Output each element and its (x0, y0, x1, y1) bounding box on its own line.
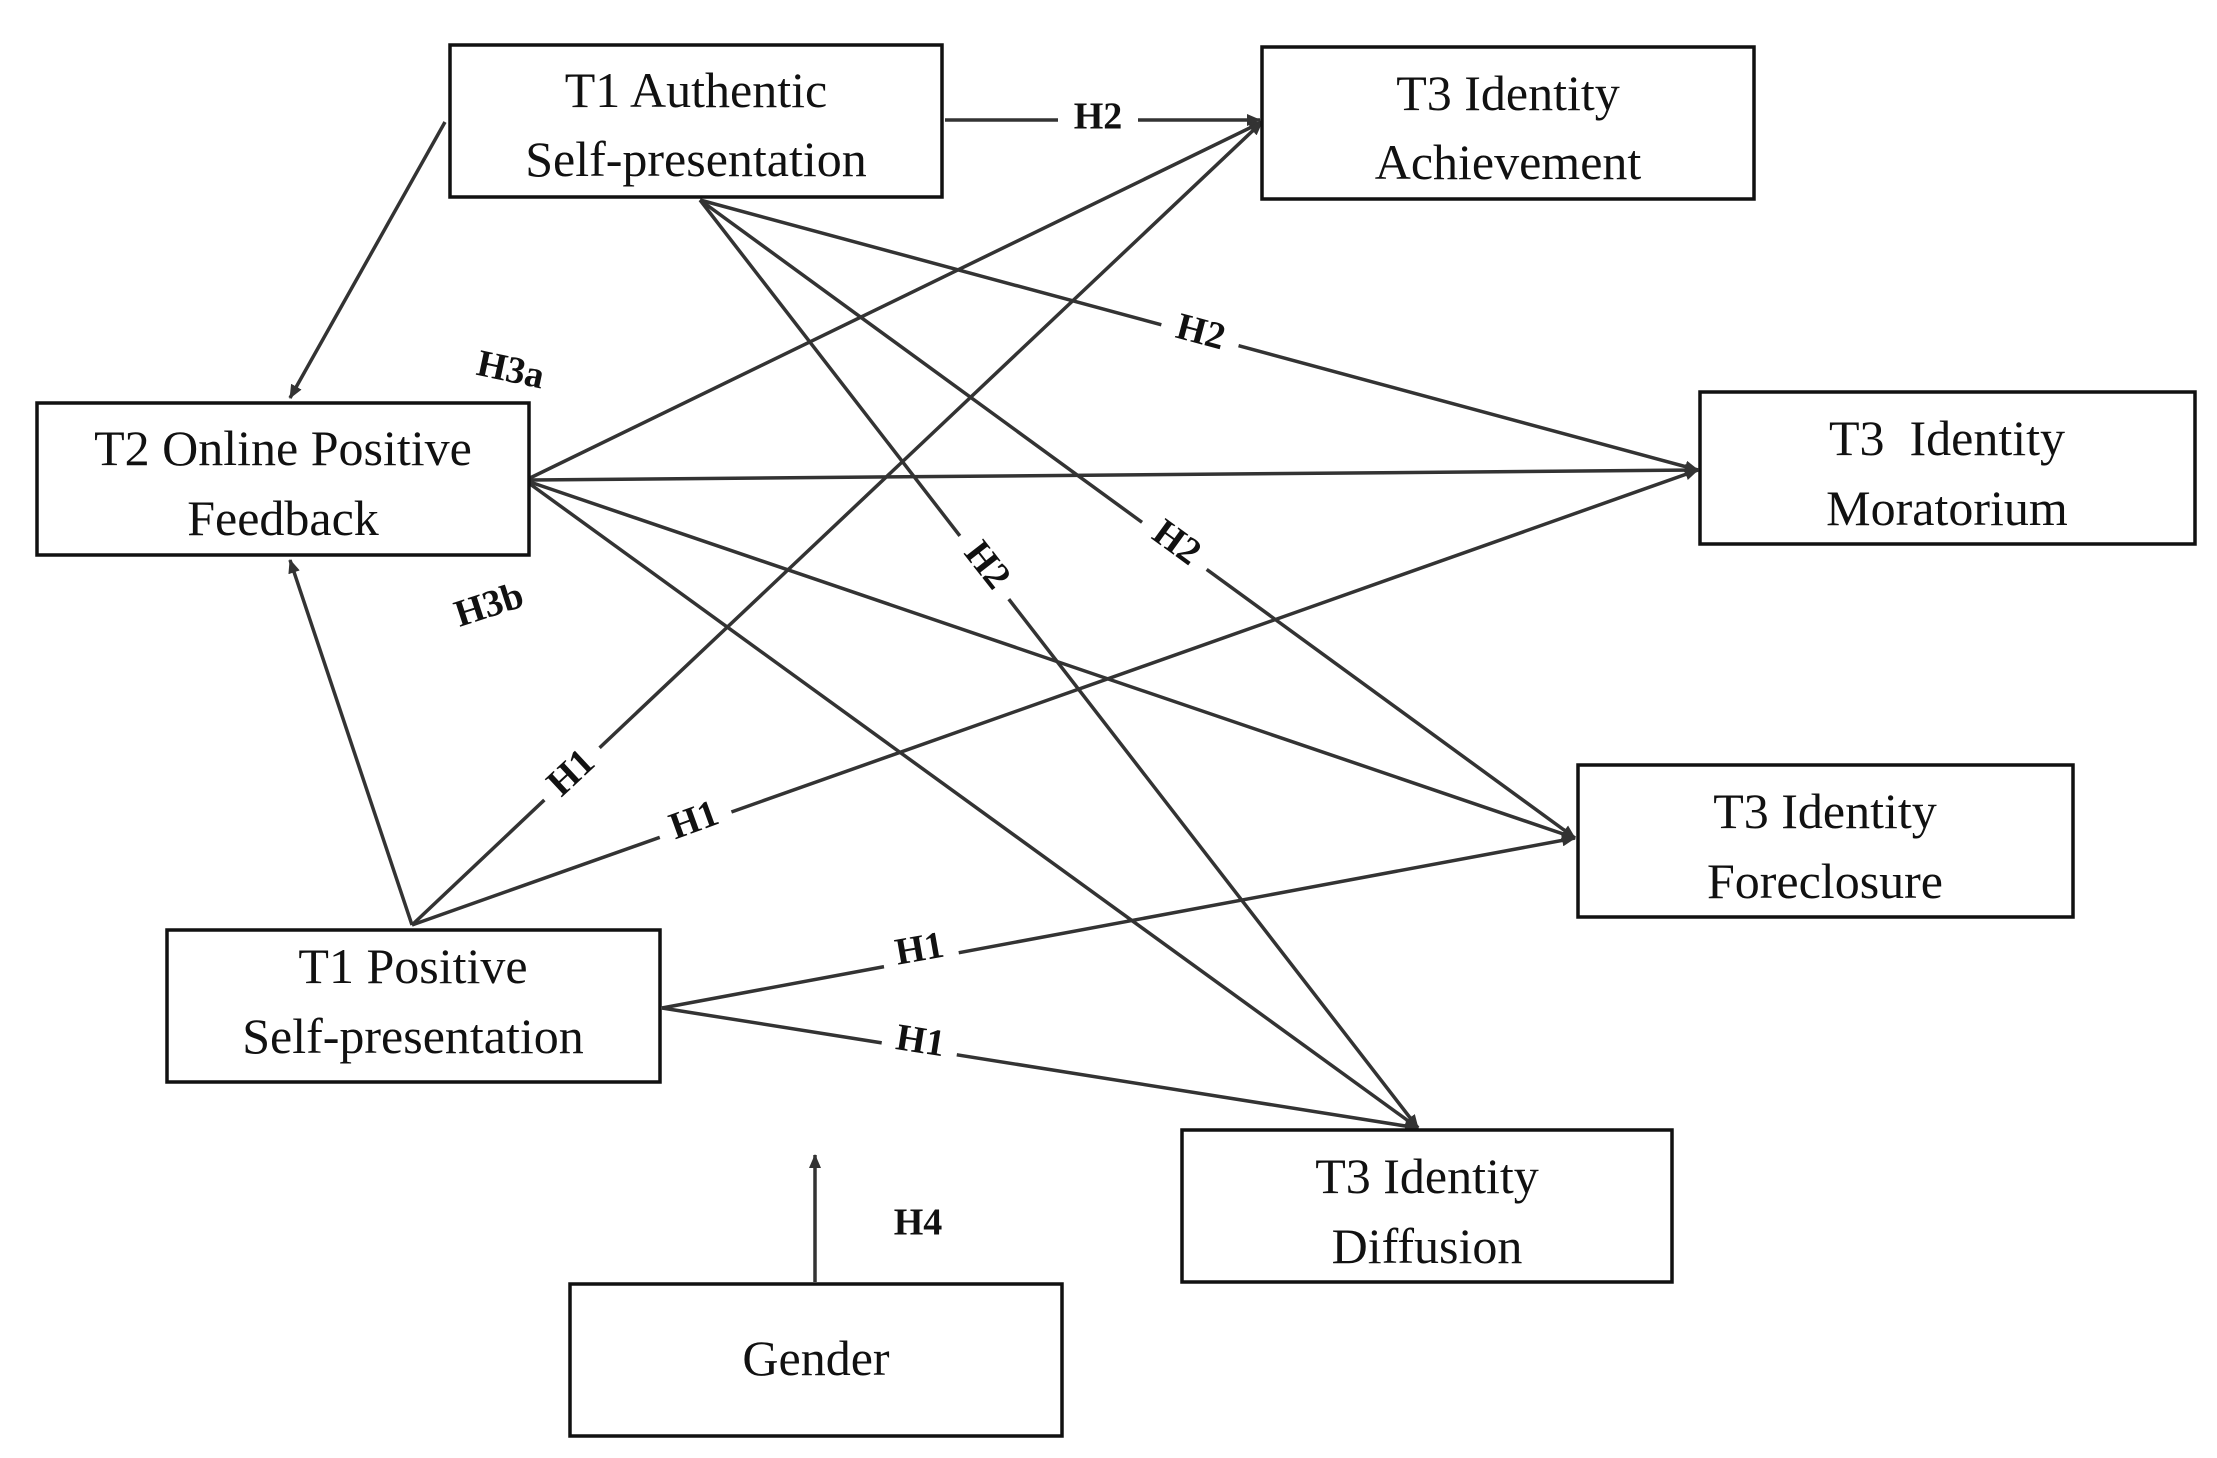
label-h4: H4 (894, 1202, 943, 1244)
node-t3-achievement-line1: T3 Identity (1396, 65, 1620, 121)
edge-positive-to-foreclosure (661, 834, 1576, 1010)
label-h3b: H3b (449, 574, 528, 635)
node-t1-positive-line2: Self-presentation (242, 1008, 584, 1064)
edge-positive-to-diffusion (661, 1006, 1419, 1132)
edge-feedback-to-foreclosure (529, 480, 1576, 840)
edge-positive-to-achievement (410, 120, 1264, 927)
node-t3-diffusion-line1: T3 Identity (1315, 1148, 1539, 1204)
edge-positive-to-moratorium (411, 468, 1699, 927)
edge-feedback-to-achievement (529, 120, 1263, 480)
label-h1-foreclosure: H1 (892, 924, 947, 974)
edge-positive-to-feedback (288, 559, 414, 926)
node-t1-positive-line1: T1 Positive (298, 938, 527, 994)
label-h1-diffusion: H1 (893, 1016, 948, 1065)
node-t3-achievement-line2: Achievement (1375, 134, 1642, 190)
node-t3-foreclosure-line1: T3 Identity (1713, 783, 1937, 839)
node-t3-moratorium-line1: T3 Identity (1829, 410, 2065, 466)
node-t3-identity-diffusion: T3 Identity Diffusion (1180, 1128, 1674, 1284)
node-t2-feedback-line2: Feedback (187, 490, 379, 546)
node-t1-authentic-line2: Self-presentation (525, 131, 867, 187)
node-gender-label: Gender (742, 1330, 889, 1386)
edges (288, 114, 1699, 1282)
node-t3-identity-foreclosure: T3 Identity Foreclosure (1576, 763, 2075, 919)
edge-feedback-to-diffusion (528, 482, 1420, 1130)
node-t1-positive-self-presentation: T1 Positive Self-presentation (165, 928, 662, 1084)
node-gender: Gender (568, 1282, 1064, 1438)
edge-labels: H2 H2 H2 H2 H3a H3b H1 H1 H1 (449, 94, 1246, 1244)
node-t3-identity-achievement: T3 Identity Achievement (1260, 45, 1756, 201)
node-t3-identity-moratorium: T3 Identity Moratorium (1698, 390, 2197, 546)
node-t1-authentic-line1: T1 Authentic (565, 62, 827, 118)
node-t2-online-positive-feedback: T2 Online Positive Feedback (35, 401, 531, 557)
node-t3-diffusion-line2: Diffusion (1332, 1218, 1523, 1274)
label-h2-achievement: H2 (1074, 96, 1123, 138)
node-t2-feedback-line1: T2 Online Positive (94, 420, 472, 476)
node-t3-moratorium-line2: Moratorium (1826, 480, 2068, 536)
node-t1-authentic-self-presentation: T1 Authentic Self-presentation (448, 43, 944, 199)
edge-authentic-to-foreclosure (698, 198, 1577, 840)
label-h3a: H3a (473, 342, 548, 397)
edge-feedback-to-moratorium (529, 464, 1699, 482)
node-t3-foreclosure-line2: Foreclosure (1707, 853, 1943, 909)
edge-authentic-to-feedback (288, 121, 447, 399)
